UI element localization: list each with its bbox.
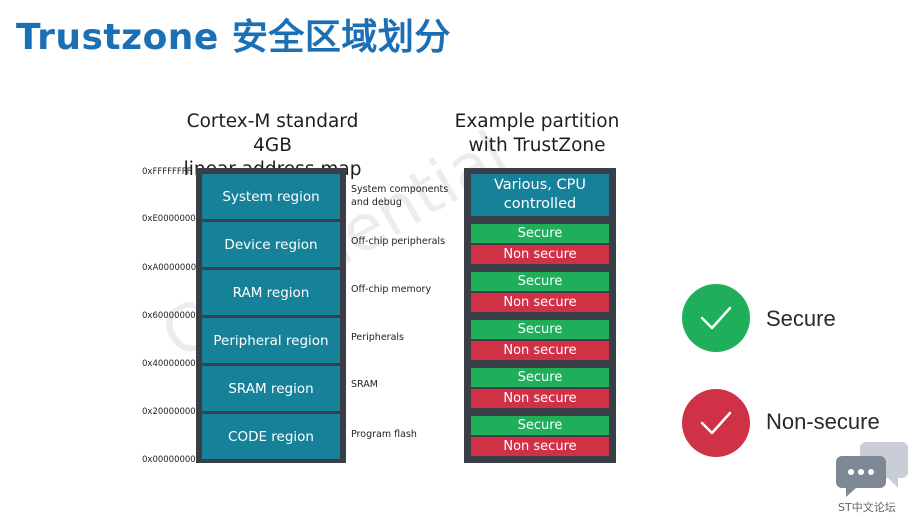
- partition-heading-line2: with TrustZone: [468, 135, 606, 156]
- non-secure-legend-label: Non-secure: [766, 409, 880, 434]
- chat-bubbles-icon: [836, 438, 910, 498]
- secure-check-icon: [682, 284, 750, 352]
- sram-region: SRAM region: [202, 366, 340, 411]
- code-region-description: Program flash: [351, 429, 417, 440]
- peripheral-region-description: Peripherals: [351, 332, 404, 343]
- ram-region: RAM region: [202, 270, 340, 315]
- secure-block: Secure: [471, 272, 609, 291]
- non-secure-block: Non secure: [471, 437, 609, 456]
- non-secure-block: Non secure: [471, 293, 609, 312]
- sram-partition: Secure Non secure: [471, 368, 609, 408]
- non-secure-block: Non secure: [471, 389, 609, 408]
- code-region: CODE region: [202, 414, 340, 459]
- partition-heading-line1: Example partition: [454, 111, 620, 132]
- peripheral-region: Peripheral region: [202, 318, 340, 363]
- peripheral-partition: Secure Non secure: [471, 320, 609, 360]
- partition-heading: Example partition with TrustZone: [446, 110, 628, 158]
- non-secure-check-icon: [682, 389, 750, 457]
- secure-block: Secure: [471, 320, 609, 339]
- trustzone-partition-map: Various, CPU controlled Secure Non secur…: [464, 168, 616, 463]
- address-label: 0x40000000: [142, 359, 196, 369]
- cpu-controlled-region: Various, CPU controlled: [471, 174, 609, 216]
- secure-block: Secure: [471, 416, 609, 435]
- ram-partition: Secure Non secure: [471, 272, 609, 312]
- address-label: 0xA0000000: [142, 263, 197, 273]
- ram-region-description: Off-chip memory: [351, 284, 432, 295]
- address-label: 0xE0000000: [142, 214, 196, 224]
- system-region: System region: [202, 174, 340, 219]
- address-label: 0xFFFFFFFF: [142, 167, 192, 177]
- non-secure-block: Non secure: [471, 341, 609, 360]
- address-label: 0x00000000: [142, 455, 196, 465]
- address-label: 0x60000000: [142, 311, 196, 321]
- secure-block: Secure: [471, 368, 609, 387]
- device-region-description: Off-chip peripherals: [351, 236, 446, 247]
- forum-name: ST中文论坛: [838, 501, 896, 514]
- secure-block: Secure: [471, 224, 609, 243]
- system-region-description: System components and debug: [351, 183, 456, 209]
- device-partition: Secure Non secure: [471, 224, 609, 264]
- cpu-controlled-line2: controlled: [503, 196, 577, 212]
- description-line: System components: [351, 184, 449, 195]
- slide-title: Trustzone 安全区域划分: [16, 17, 451, 58]
- cpu-controlled-line1: Various, CPU: [494, 177, 586, 193]
- address-label: 0x20000000: [142, 407, 196, 417]
- address-map: System region Device region RAM region P…: [196, 168, 346, 463]
- description-line: and debug: [351, 197, 402, 208]
- device-region: Device region: [202, 222, 340, 267]
- secure-legend-label: Secure: [766, 306, 836, 331]
- non-secure-block: Non secure: [471, 245, 609, 264]
- sram-region-description: SRAM: [351, 379, 378, 390]
- address-map-heading-line1: Cortex-M standard 4GB: [186, 111, 359, 156]
- code-partition: Secure Non secure: [471, 416, 609, 456]
